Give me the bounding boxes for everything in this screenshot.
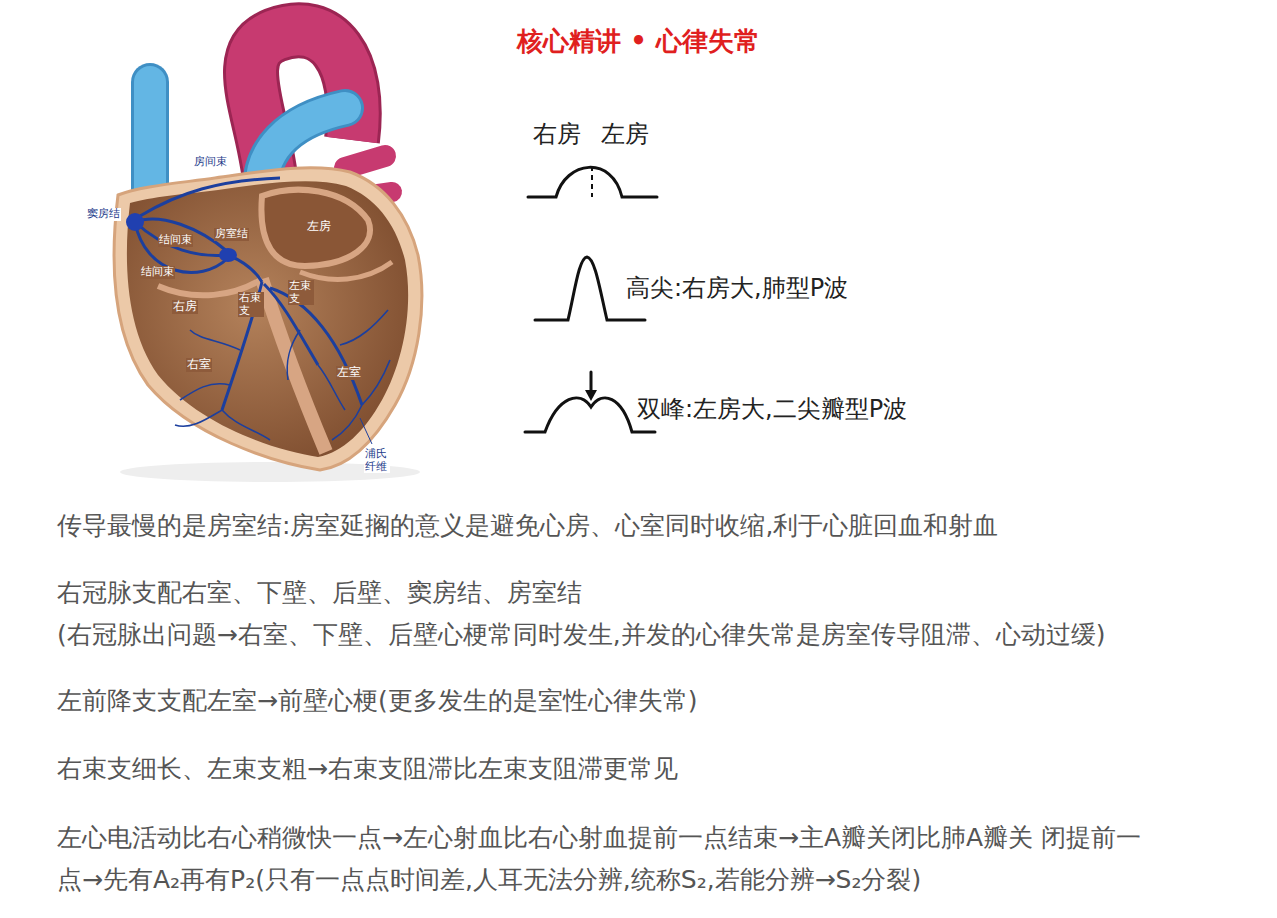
anatomy-label: 左束 支 [288, 280, 314, 305]
note-text: 右束支细长、左束支粗→右束支阻滞比左束支阻滞更常见 [57, 754, 678, 784]
fiber [180, 384, 230, 400]
anatomy-label: 右房 [172, 300, 198, 314]
anatomy-label: 窦房结 [86, 208, 121, 221]
fiber [175, 410, 222, 426]
valve-wall [300, 262, 392, 279]
pulmonary-vein [345, 156, 385, 168]
divider-dashed [591, 166, 593, 197]
fiber [332, 405, 362, 440]
arrow-head [585, 390, 597, 401]
heart-interior [127, 181, 408, 457]
anatomy-label: 房间束 [193, 156, 228, 169]
anatomy-label: 右室 [186, 358, 212, 372]
wave-label: 左房 [601, 120, 649, 149]
notched-p-wave [525, 398, 655, 432]
av-node [219, 248, 237, 262]
note-text: 左前降支支配左室→前壁心梗(更多发生的是室性心律失常) [57, 686, 697, 716]
conduction-system [135, 178, 362, 410]
fiber [222, 410, 270, 440]
wave-label: 高尖:右房大,肺型P波 [626, 274, 848, 303]
wave-label: 双峰:左房大,二尖瓣型P波 [637, 395, 907, 424]
note-text: 右冠脉支配右室、下壁、后壁、窦房结、房室结 [57, 578, 582, 608]
fiber [362, 360, 390, 405]
anatomy-label: 左房 [306, 220, 332, 234]
left-atrium [261, 190, 370, 266]
anatomy-label: 浦氏 纤维 [364, 448, 390, 473]
anatomy-label: 结间束 [140, 266, 175, 279]
anatomy-label: 右束 支 [238, 292, 264, 317]
left-bundle [270, 288, 362, 405]
fiber [287, 330, 300, 380]
normal-p-wave [528, 167, 657, 197]
fiber [190, 330, 240, 350]
heart-outline [114, 168, 422, 470]
anatomy-label: 房室结 [214, 228, 249, 241]
wave-label: 右房 [533, 120, 581, 149]
page-title: 核心精讲 • 心律失常 [0, 26, 1277, 57]
septum [262, 279, 326, 452]
anatomy-label: 左室 [336, 366, 362, 380]
fiber [340, 310, 388, 345]
bachmann-bundle [140, 178, 280, 216]
note-text: (右冠脉出问题→右室、下壁、后壁心梗常同时发生,并发的心律失常是房室传导阻滞、心… [57, 620, 1105, 650]
note-text: 左心电活动比右心稍微快一点→左心射血比右心射血提前一点结束→主A瓣关闭比肺A瓣关… [57, 817, 1147, 901]
note-text: 传导最慢的是房室结:房室延搁的意义是避免心房、心室同时收缩,利于心脏回血和射血 [57, 511, 998, 541]
leader-line [360, 418, 372, 444]
sa-node [126, 213, 144, 231]
anatomy-label: 结间束 [158, 234, 193, 247]
purkinje-fibers [175, 310, 390, 440]
